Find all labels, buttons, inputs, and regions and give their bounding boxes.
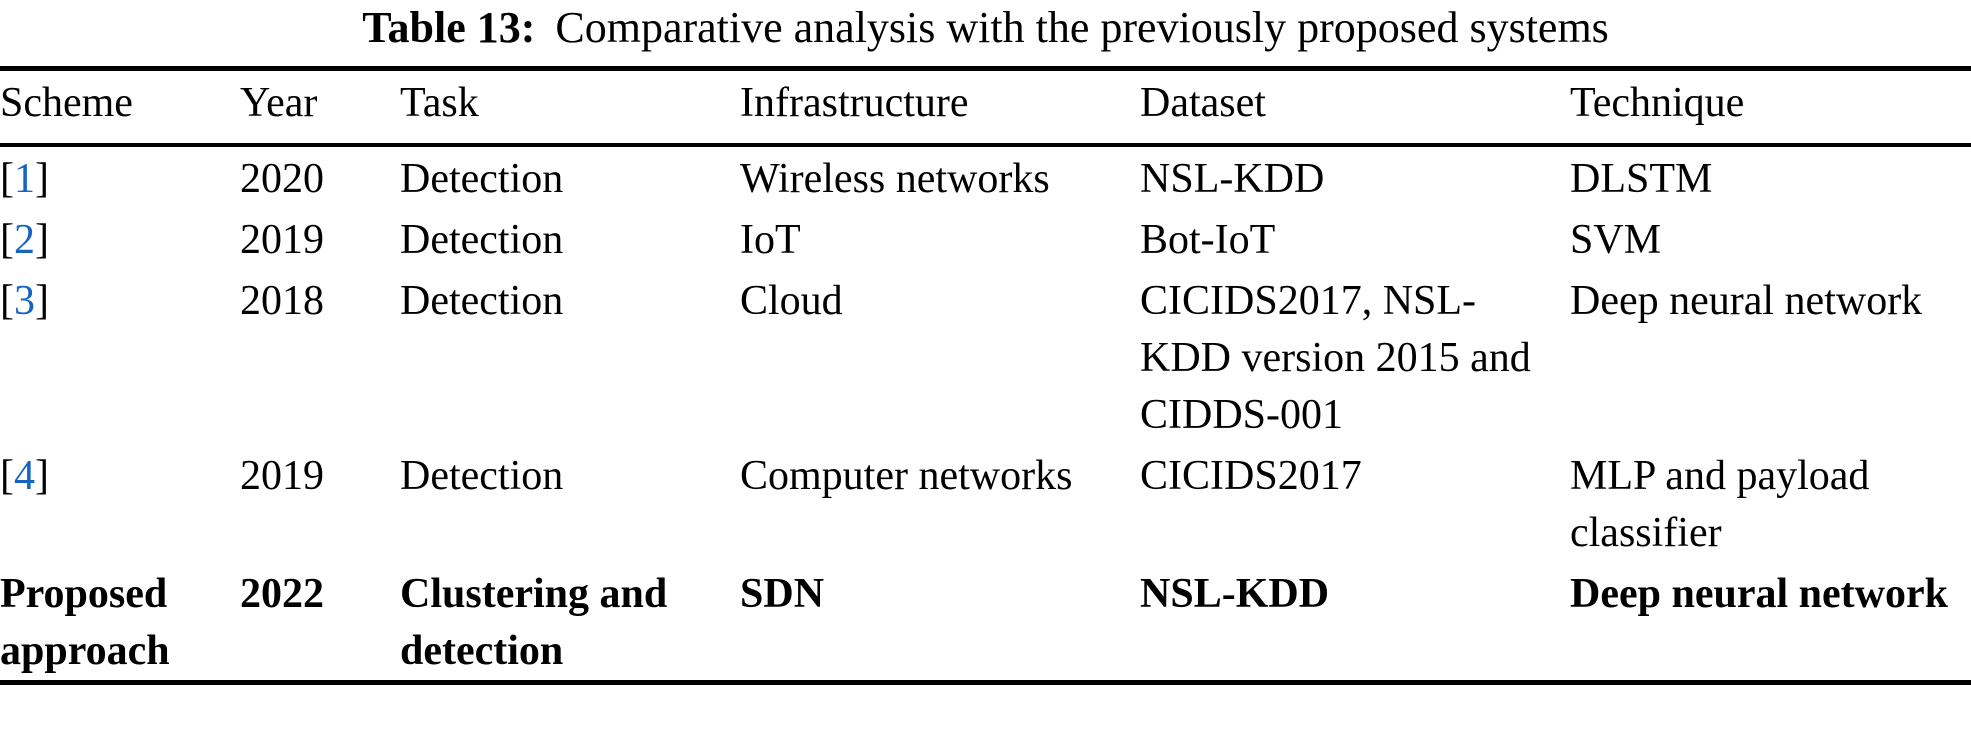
technique-cell: MLP and payload classifier <box>1570 453 1870 556</box>
column-header-dataset: Dataset <box>1140 68 1570 147</box>
scheme-cell: [2] <box>0 208 240 269</box>
column-header-task: Task <box>400 68 740 147</box>
citation-bracket: [ <box>0 453 14 499</box>
task-cell: Detection <box>400 156 564 202</box>
technique-cell: Deep neural network <box>1570 278 1923 324</box>
citation-bracket: ] <box>35 156 49 202</box>
infrastructure-cell: Computer networks <box>740 453 1073 499</box>
citation-bracket: [ <box>0 278 14 324</box>
citation-number: 2 <box>14 217 35 263</box>
dataset-cell: Bot-IoT <box>1140 217 1276 263</box>
infrastructure-cell: Wireless networks <box>740 156 1050 202</box>
citation-bracket: ] <box>35 278 49 324</box>
dataset-cell: CICIDS2017, NSL-KDD version 2015 and CID… <box>1140 278 1531 438</box>
year-cell: 2020 <box>240 156 324 202</box>
year-cell: 2022 <box>240 571 324 617</box>
citation-bracket: [ <box>0 217 14 263</box>
table-row: [3] 2018 Detection Cloud CICIDS2017, NSL… <box>0 269 1971 444</box>
citation-link[interactable]: [2] <box>0 217 49 263</box>
scheme-cell: [1] <box>0 145 240 208</box>
scheme-cell: Proposed approach <box>0 571 170 674</box>
task-cell: Detection <box>400 453 564 499</box>
column-header-year: Year <box>240 68 400 147</box>
table-row: [1] 2020 Detection Wireless networks NSL… <box>0 145 1971 208</box>
task-cell: Detection <box>400 217 564 263</box>
technique-cell: DLSTM <box>1570 156 1713 202</box>
citation-link[interactable]: [1] <box>0 156 49 202</box>
infrastructure-cell: IoT <box>740 217 801 263</box>
dataset-cell: CICIDS2017 <box>1140 453 1362 499</box>
citation-number: 4 <box>14 453 35 499</box>
citation-bracket: [ <box>0 156 14 202</box>
table-caption-label: Table 13: <box>362 3 536 52</box>
infrastructure-cell: Cloud <box>740 278 843 324</box>
column-header-infrastructure: Infrastructure <box>740 68 1140 147</box>
table-row: [2] 2019 Detection IoT Bot-IoT SVM <box>0 208 1971 269</box>
dataset-cell: NSL-KDD <box>1140 156 1325 202</box>
citation-link[interactable]: [3] <box>0 278 49 324</box>
comparison-table: Scheme Year Task Infrastructure Dataset … <box>0 66 1971 685</box>
column-header-scheme: Scheme <box>0 68 240 147</box>
year-cell: 2019 <box>240 217 324 263</box>
table-caption-text: Comparative analysis with the previously… <box>555 3 1609 52</box>
table-caption: Table 13: Comparative analysis with the p… <box>0 0 1971 66</box>
citation-link[interactable]: [4] <box>0 453 49 499</box>
year-cell: 2019 <box>240 453 324 499</box>
citation-bracket: ] <box>35 453 49 499</box>
year-cell: 2018 <box>240 278 324 324</box>
infrastructure-cell: SDN <box>740 571 825 617</box>
technique-cell: Deep neural network <box>1570 571 1948 617</box>
column-header-technique: Technique <box>1570 68 1971 147</box>
table-row-proposed-approach: Proposed approach 2022 Clustering and de… <box>0 562 1971 683</box>
citation-number: 3 <box>14 278 35 324</box>
task-cell: Detection <box>400 278 564 324</box>
task-cell: Clustering and detection <box>400 571 668 674</box>
scheme-cell: [4] <box>0 444 240 562</box>
table-row: [4] 2019 Detection Computer networks CIC… <box>0 444 1971 562</box>
citation-number: 1 <box>14 156 35 202</box>
citation-bracket: ] <box>35 217 49 263</box>
technique-cell: SVM <box>1570 217 1662 263</box>
dataset-cell: NSL-KDD <box>1140 571 1330 617</box>
scheme-cell: [3] <box>0 269 240 444</box>
header-row: Scheme Year Task Infrastructure Dataset … <box>0 68 1971 147</box>
